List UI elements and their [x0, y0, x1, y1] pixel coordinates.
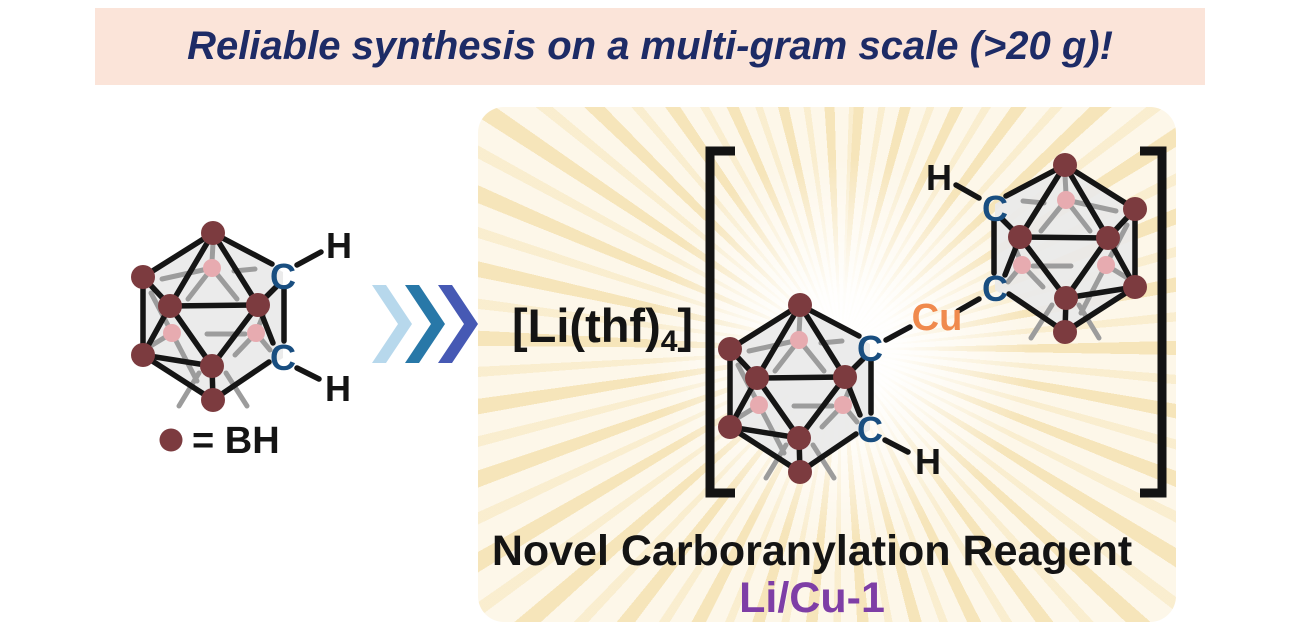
legend: = BH — [159, 420, 280, 462]
carbon-label: C — [857, 409, 883, 450]
carbon-label: C — [857, 328, 883, 369]
carbon-label: C — [982, 268, 1008, 309]
complex-bracket-right — [1140, 146, 1167, 498]
chevron-light — [372, 285, 412, 363]
cation-subscript: 4 — [661, 325, 678, 358]
caption-line2: Li/Cu-1 — [739, 574, 885, 622]
carbon-label: C — [982, 188, 1008, 229]
cation-formula: [Li(thf)4] — [512, 299, 693, 358]
chevron-arrows — [372, 285, 478, 363]
legend-boron-dot — [159, 428, 183, 452]
cation-suffix: ] — [677, 299, 693, 352]
hydrogen-label: H — [926, 157, 952, 198]
carbon-label: C — [270, 256, 296, 297]
hydrogen-label: H — [325, 368, 351, 409]
banner: Reliable synthesis on a multi-gram scale… — [95, 8, 1205, 85]
copper-label: Cu — [912, 297, 963, 339]
cation-prefix: [Li(thf) — [512, 299, 661, 352]
reactant-cluster: C C H H — [131, 221, 352, 412]
hydrogen-label: H — [326, 225, 352, 266]
bonds — [882, 324, 913, 455]
complex-bracket-left — [705, 146, 735, 498]
legend-label: = BH — [192, 420, 280, 462]
carbon-label: C — [270, 337, 296, 378]
hydrogen-label: H — [915, 441, 941, 482]
banner-text: Reliable synthesis on a multi-gram scale… — [187, 24, 1113, 68]
cuprate-cluster-lower-left: C C H — [718, 293, 941, 484]
cuprate-cluster-upper-right: C C H — [926, 153, 1147, 344]
bonds — [953, 182, 982, 314]
c-h-bonds — [294, 249, 324, 382]
caption-line1: Novel Carboranylation Reagent — [491, 527, 1133, 575]
